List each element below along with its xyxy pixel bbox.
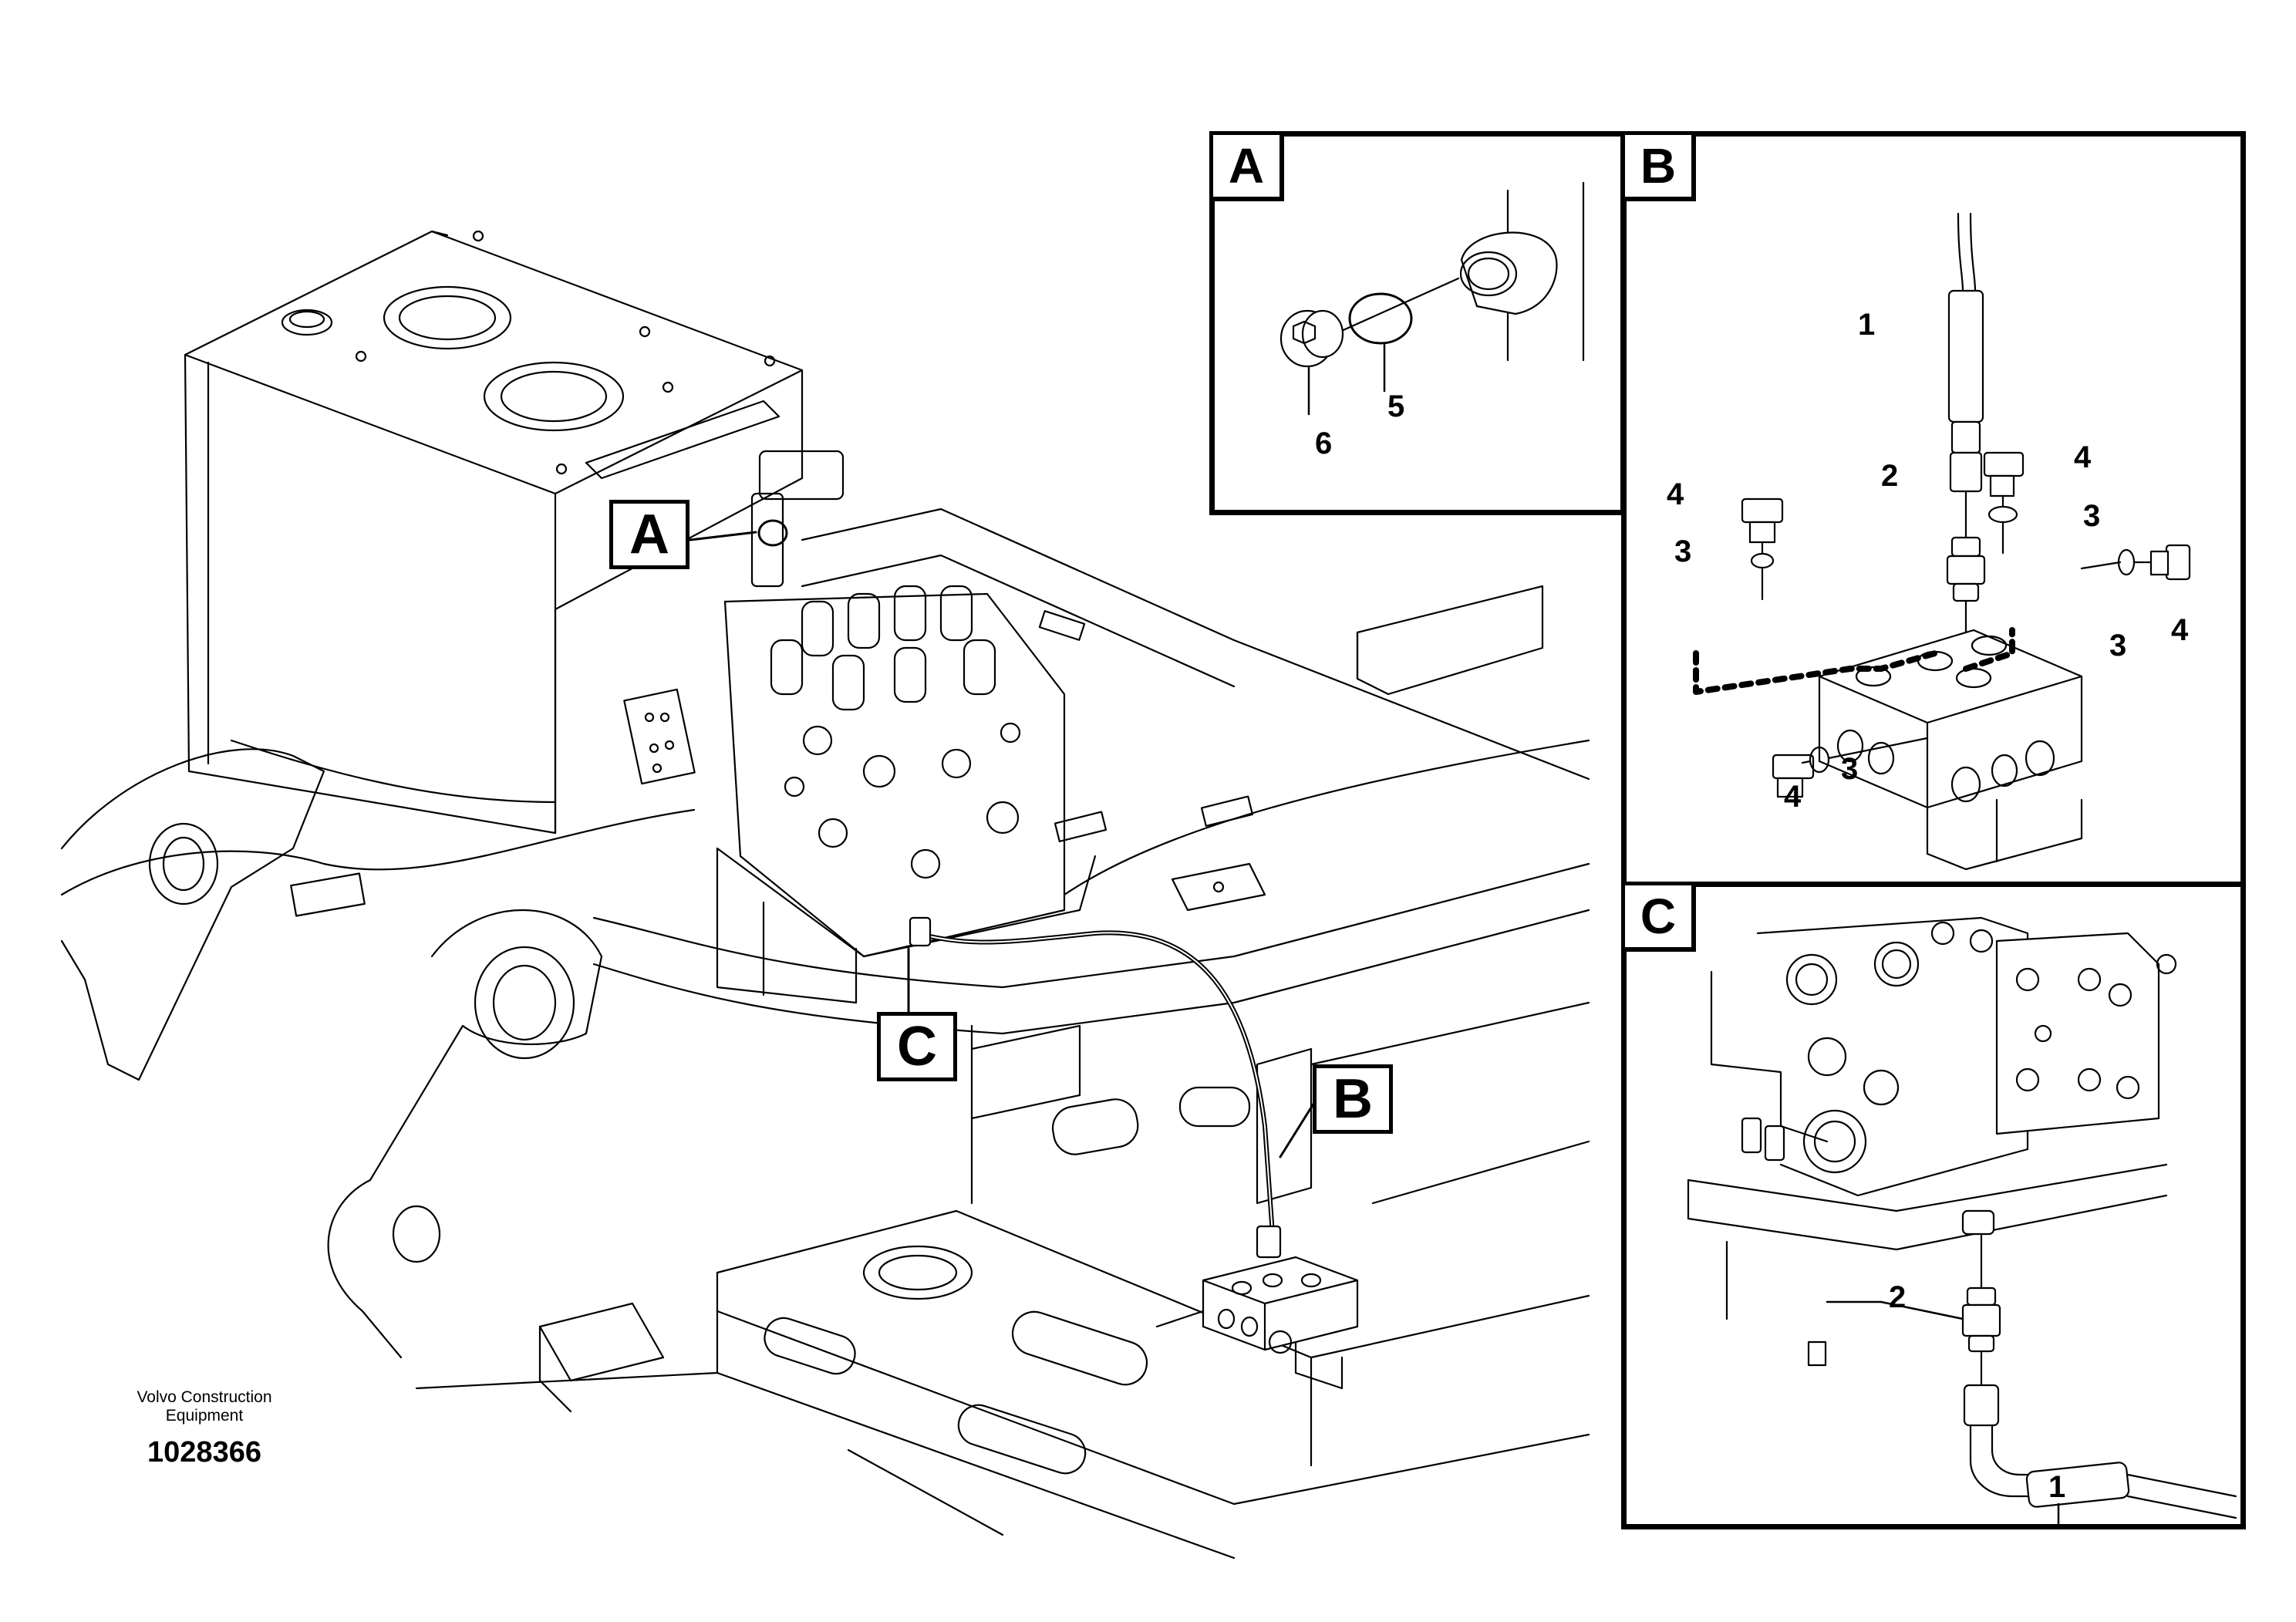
control-valve bbox=[624, 586, 1095, 1003]
panel-b-letter: B bbox=[1625, 135, 1696, 201]
panel-b-drawing bbox=[1627, 137, 2240, 882]
junction-block bbox=[1203, 1257, 1357, 1388]
panel-c-num-1: 1 bbox=[2048, 1470, 2066, 1504]
callout-c: C bbox=[877, 1012, 957, 1081]
callout-b: B bbox=[1313, 1064, 1393, 1134]
panel-b-num-2: 2 bbox=[1881, 459, 1899, 493]
panel-c-num-2: 2 bbox=[1889, 1280, 1907, 1314]
panel-b-num-4c: 4 bbox=[2171, 613, 2189, 647]
hose-line bbox=[910, 918, 1280, 1257]
detail-panel-a: A 6 5 bbox=[1209, 131, 1626, 515]
panel-b-num-3a: 3 bbox=[2083, 499, 2101, 533]
panel-b-num-4b: 4 bbox=[1667, 477, 1684, 511]
leader-b bbox=[1280, 1095, 1319, 1157]
credit-line-1: Volvo Construction bbox=[137, 1388, 272, 1406]
panel-b-num-3b: 3 bbox=[1674, 534, 1692, 568]
boom-arm bbox=[62, 740, 694, 1357]
panel-a-drawing bbox=[1215, 137, 1620, 510]
panel-b-num-4d: 4 bbox=[1784, 780, 1802, 814]
panel-b-num-4a: 4 bbox=[2074, 440, 2092, 474]
drawing-number: 1028366 bbox=[147, 1436, 261, 1469]
panel-c-drawing bbox=[1627, 887, 2240, 1524]
callout-b-label: B bbox=[1333, 1068, 1373, 1130]
callout-a-label: A bbox=[629, 504, 669, 565]
manufacturer-credit: Volvo Construction Equipment 1028366 bbox=[116, 1388, 293, 1469]
panel-a-num-5: 5 bbox=[1387, 389, 1405, 423]
panel-b-num-3d: 3 bbox=[1841, 752, 1859, 786]
panel-a-num-6: 6 bbox=[1315, 427, 1333, 460]
hydraulic-tank bbox=[185, 231, 843, 833]
credit-line-2: Equipment bbox=[165, 1407, 244, 1425]
panel-b-num-1: 1 bbox=[1858, 308, 1876, 342]
leader-a bbox=[690, 532, 756, 540]
lower-frame bbox=[416, 1211, 1589, 1558]
detail-panel-b: B bbox=[1621, 131, 2246, 887]
callout-a: A bbox=[609, 500, 689, 569]
panel-b-num-3c: 3 bbox=[2109, 629, 2127, 663]
panel-c-letter: C bbox=[1625, 885, 1696, 952]
callout-c-label: C bbox=[897, 1016, 937, 1077]
panel-a-letter: A bbox=[1213, 135, 1284, 201]
detail-panel-c: C bbox=[1621, 882, 2246, 1529]
